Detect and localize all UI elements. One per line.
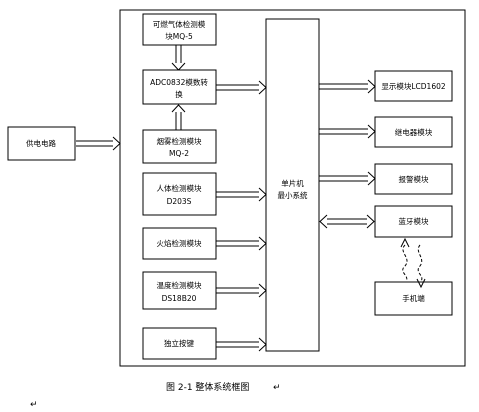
mcu-to-alarm-arrow [319, 171, 376, 186]
mcu-label-1: 单片机 [281, 178, 304, 188]
mcu-bluetooth-biarrow [319, 214, 375, 229]
phone-label: 手机端 [402, 293, 425, 303]
system-frame [119, 9, 466, 367]
phone-box [374, 281, 453, 316]
human-sensor-box [142, 172, 217, 216]
button-box [142, 327, 217, 360]
alarm-box [374, 163, 453, 195]
human-sensor-label-1: 人体检测模块 [157, 183, 202, 193]
power-label: 供电电路 [26, 138, 56, 148]
temp-sensor-label-1: 温度检测模块 [157, 280, 202, 290]
adc-label-2: 换 [175, 89, 183, 99]
figure-caption: 图 2-1 整体系统框图 [166, 381, 249, 393]
adc-box [142, 69, 217, 105]
power-arrow [76, 136, 121, 151]
human-sensor-label-2: D203S [167, 197, 192, 206]
lcd-box [374, 70, 453, 102]
human-to-mcu-arrow [216, 187, 267, 202]
caption-paragraph-mark: ↵ [273, 383, 281, 393]
mcu-label-2: 最小系统 [278, 190, 308, 200]
power-box [7, 126, 76, 161]
temp-sensor-box [142, 271, 217, 310]
gas-sensor-label-1: 可燃气体检测模 [153, 19, 206, 29]
wireless-link [400, 237, 426, 289]
flame-sensor-box [142, 227, 217, 260]
adc-label-1: ADC0832模数转 [150, 77, 208, 87]
gas-to-adc-arrow [171, 45, 186, 71]
smoke-sensor-label-2: MQ-2 [169, 149, 189, 158]
bluetooth-box [374, 205, 453, 238]
mcu-to-lcd-arrow [319, 79, 376, 94]
mcu-box [265, 18, 320, 352]
alarm-label: 报警模块 [399, 174, 429, 184]
paragraph-mark: ↵ [30, 400, 38, 410]
gas-sensor-box [142, 13, 217, 46]
relay-box [374, 116, 453, 148]
flame-sensor-label: 火焰检测模块 [157, 238, 202, 248]
temp-sensor-label-2: DS18B20 [162, 294, 197, 303]
button-label: 独立按键 [164, 338, 194, 348]
smoke-sensor-box [142, 129, 217, 164]
gas-sensor-label-2: 块MQ-5 [165, 31, 193, 41]
relay-label: 继电器模块 [395, 127, 433, 137]
smoke-to-adc-arrow [171, 104, 186, 130]
adc-to-mcu-arrow [216, 80, 267, 95]
bluetooth-label: 蓝牙模块 [399, 216, 429, 226]
temp-to-mcu-arrow [216, 283, 267, 298]
flame-to-mcu-arrow [216, 236, 267, 251]
smoke-sensor-label-1: 烟雾检测模块 [157, 136, 202, 146]
mcu-to-relay-arrow [319, 124, 376, 139]
lcd-label: 显示模块LCD1602 [381, 81, 446, 91]
button-to-mcu-arrow [216, 337, 267, 352]
